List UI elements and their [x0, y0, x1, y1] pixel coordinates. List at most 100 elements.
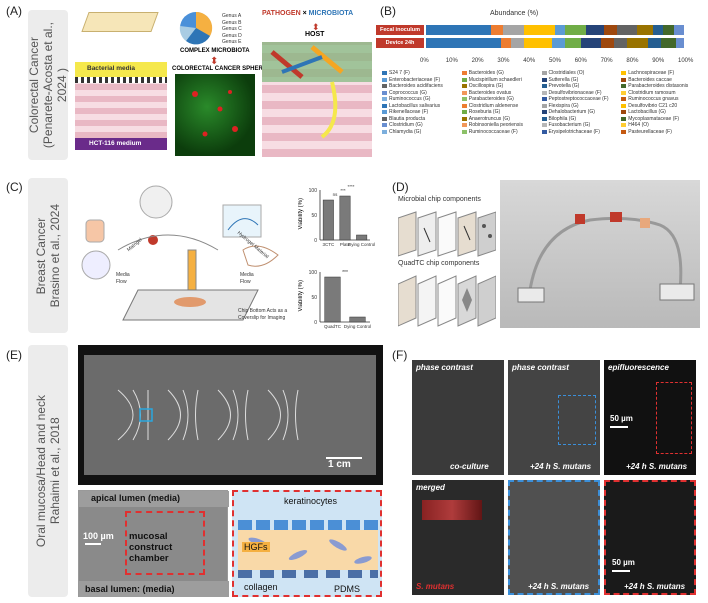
legend-entry: Bacteroides (G) [461, 70, 538, 77]
legend-text: Pasteurellaceae (F) [628, 128, 672, 135]
legend-entry: Anaerotruncus (G) [461, 115, 538, 123]
legend-text: Ruminococcus gnavus [628, 96, 679, 102]
legend-text: Flexispira (G) [548, 102, 579, 109]
legend-swatch [541, 84, 547, 89]
legend-entry: Ruminococcus gnavus [621, 96, 697, 103]
f-image-2-title: phase contrast [512, 363, 569, 372]
legend-swatch [382, 123, 387, 128]
legend-text: Bacteroides caccae [628, 76, 672, 83]
spheroid-image [175, 74, 255, 156]
legend-swatch [541, 103, 547, 108]
viability-bar [339, 195, 351, 241]
legend-text: Clostridium aldenense [468, 102, 519, 109]
x-tick-label: Dying Control [344, 324, 371, 329]
legend-swatch [382, 103, 387, 108]
legend-swatch [621, 71, 627, 76]
legend-entry: Peptostreptococcaceae (F) [541, 96, 618, 103]
chart2-ylabel: Viability (%) [298, 280, 304, 312]
scale-100-label: 100 µm [83, 531, 114, 541]
f-image-3: epifluorescence 50 µm +24 h S. mutans [604, 360, 696, 475]
hgfs-label: HGFs [242, 542, 270, 552]
legend-swatch [382, 129, 387, 134]
f-image-1-caption: co-culture [450, 462, 489, 471]
bar-segment [500, 38, 512, 48]
microbial-components [397, 208, 497, 258]
legend-entry: Desulfovibrio C21 c20 [621, 103, 697, 110]
legend-entry: Lactobacillus (G) [621, 109, 697, 116]
bar-segment [580, 38, 602, 48]
f-image-4-title: merged [416, 483, 445, 492]
legend-swatch [541, 90, 547, 95]
side-line-2: Rahaimi et al., 2018 [48, 417, 62, 525]
side-line-1: Breast Cancer [34, 217, 48, 294]
legend-entry: Parabacteroides distasonis [621, 83, 697, 90]
legend-text: Bacteroides ovatus [468, 89, 512, 96]
x-tick-label: QuadTC [324, 324, 342, 329]
legend-text: Anaerotruncus (G) [468, 115, 510, 122]
axis-tick-label: 20% [471, 58, 484, 64]
f-image-4-caption: S. mutans [416, 582, 455, 591]
pie-legend-item: Genus A [222, 13, 242, 19]
legend-text: Rikenellaceae (F) [389, 109, 429, 115]
mucosal-box [125, 511, 205, 575]
legend-text: Desulfovibrionaceae (F) [548, 89, 602, 96]
panel-b-label: (B) [380, 4, 396, 18]
legend-text: Desulfovibrio C21 c20 [628, 102, 678, 109]
legend-swatch [461, 103, 467, 108]
double-arrow-icon: ⬍ [210, 56, 219, 67]
legend-swatch [541, 123, 547, 128]
legend-text: Bacteroides (G) [468, 70, 504, 76]
fecal-bar [426, 25, 684, 35]
legend-entry: Roseburia (G) [461, 109, 538, 116]
legend-swatch [382, 71, 387, 76]
legend-entry: Clostridium ramosum [621, 90, 697, 97]
legend-text: S24 7 (F) [389, 70, 410, 76]
significance-label: *** [340, 188, 346, 193]
legend-swatch [621, 84, 627, 89]
bar-segment [565, 38, 581, 48]
y-tick-label: 0 [314, 320, 317, 326]
bar-segment [627, 38, 648, 48]
arrow-down-icon: ⬍ [312, 22, 320, 32]
legend-entry: Blautia producta [382, 116, 458, 123]
pie-slice-d [196, 11, 213, 37]
chip-schematic: Bacterial media HCT-116 medium [75, 10, 170, 160]
bar-segment [660, 38, 677, 48]
legend-entry: H464 (O) [621, 122, 697, 129]
y-tick-label: 50 [311, 213, 317, 219]
panel-f-label: (F) [392, 348, 408, 362]
device-bar [426, 38, 684, 48]
legend-swatch [461, 110, 467, 115]
legend-swatch [382, 110, 387, 115]
legend-swatch [621, 77, 627, 82]
f-image-5: +24 h S. mutans [508, 480, 600, 595]
legend-swatch [621, 110, 627, 115]
legend-text: H464 (O) [628, 122, 649, 128]
legend-entry: Clostridium (G) [382, 122, 458, 129]
legend-entry: Bilophila (G) [541, 116, 618, 123]
legend-entry: Parabacteroides (G) [461, 96, 538, 103]
hct-medium-label: HCT-116 medium [89, 140, 142, 147]
legend-text: Bacteroides acidifaciens [389, 83, 443, 89]
y-tick-label: 100 [309, 270, 318, 276]
hct-medium-band [75, 138, 167, 150]
legend-entry: Fusobacterium (G) [541, 122, 618, 129]
legend-text: Lachnospiraceae (F) [628, 70, 675, 76]
legend-swatch [541, 110, 547, 115]
times-symbol: × [302, 10, 307, 17]
legend-entry: Bacteroides acidifaciens [382, 83, 458, 90]
axis-tick-label: 80% [626, 58, 639, 64]
bar-segment [616, 25, 638, 35]
viability-bar [349, 316, 366, 323]
device-photo-svg [517, 212, 695, 303]
scale-1cm-label: 1 cm [328, 459, 351, 470]
panel-c-side-text: Breast Cancer Brasino et al., 2024 [34, 204, 62, 307]
legend-entry: Flexispira (G) [541, 102, 618, 110]
legend-entry: Oscillospira (G) [461, 83, 538, 90]
bar-segment [426, 25, 491, 35]
side-line-2: (Penarete-Acosta et al., [41, 21, 55, 149]
legend-swatch [621, 116, 627, 121]
legend-text: Robinsoniella peoriensis [468, 122, 523, 128]
